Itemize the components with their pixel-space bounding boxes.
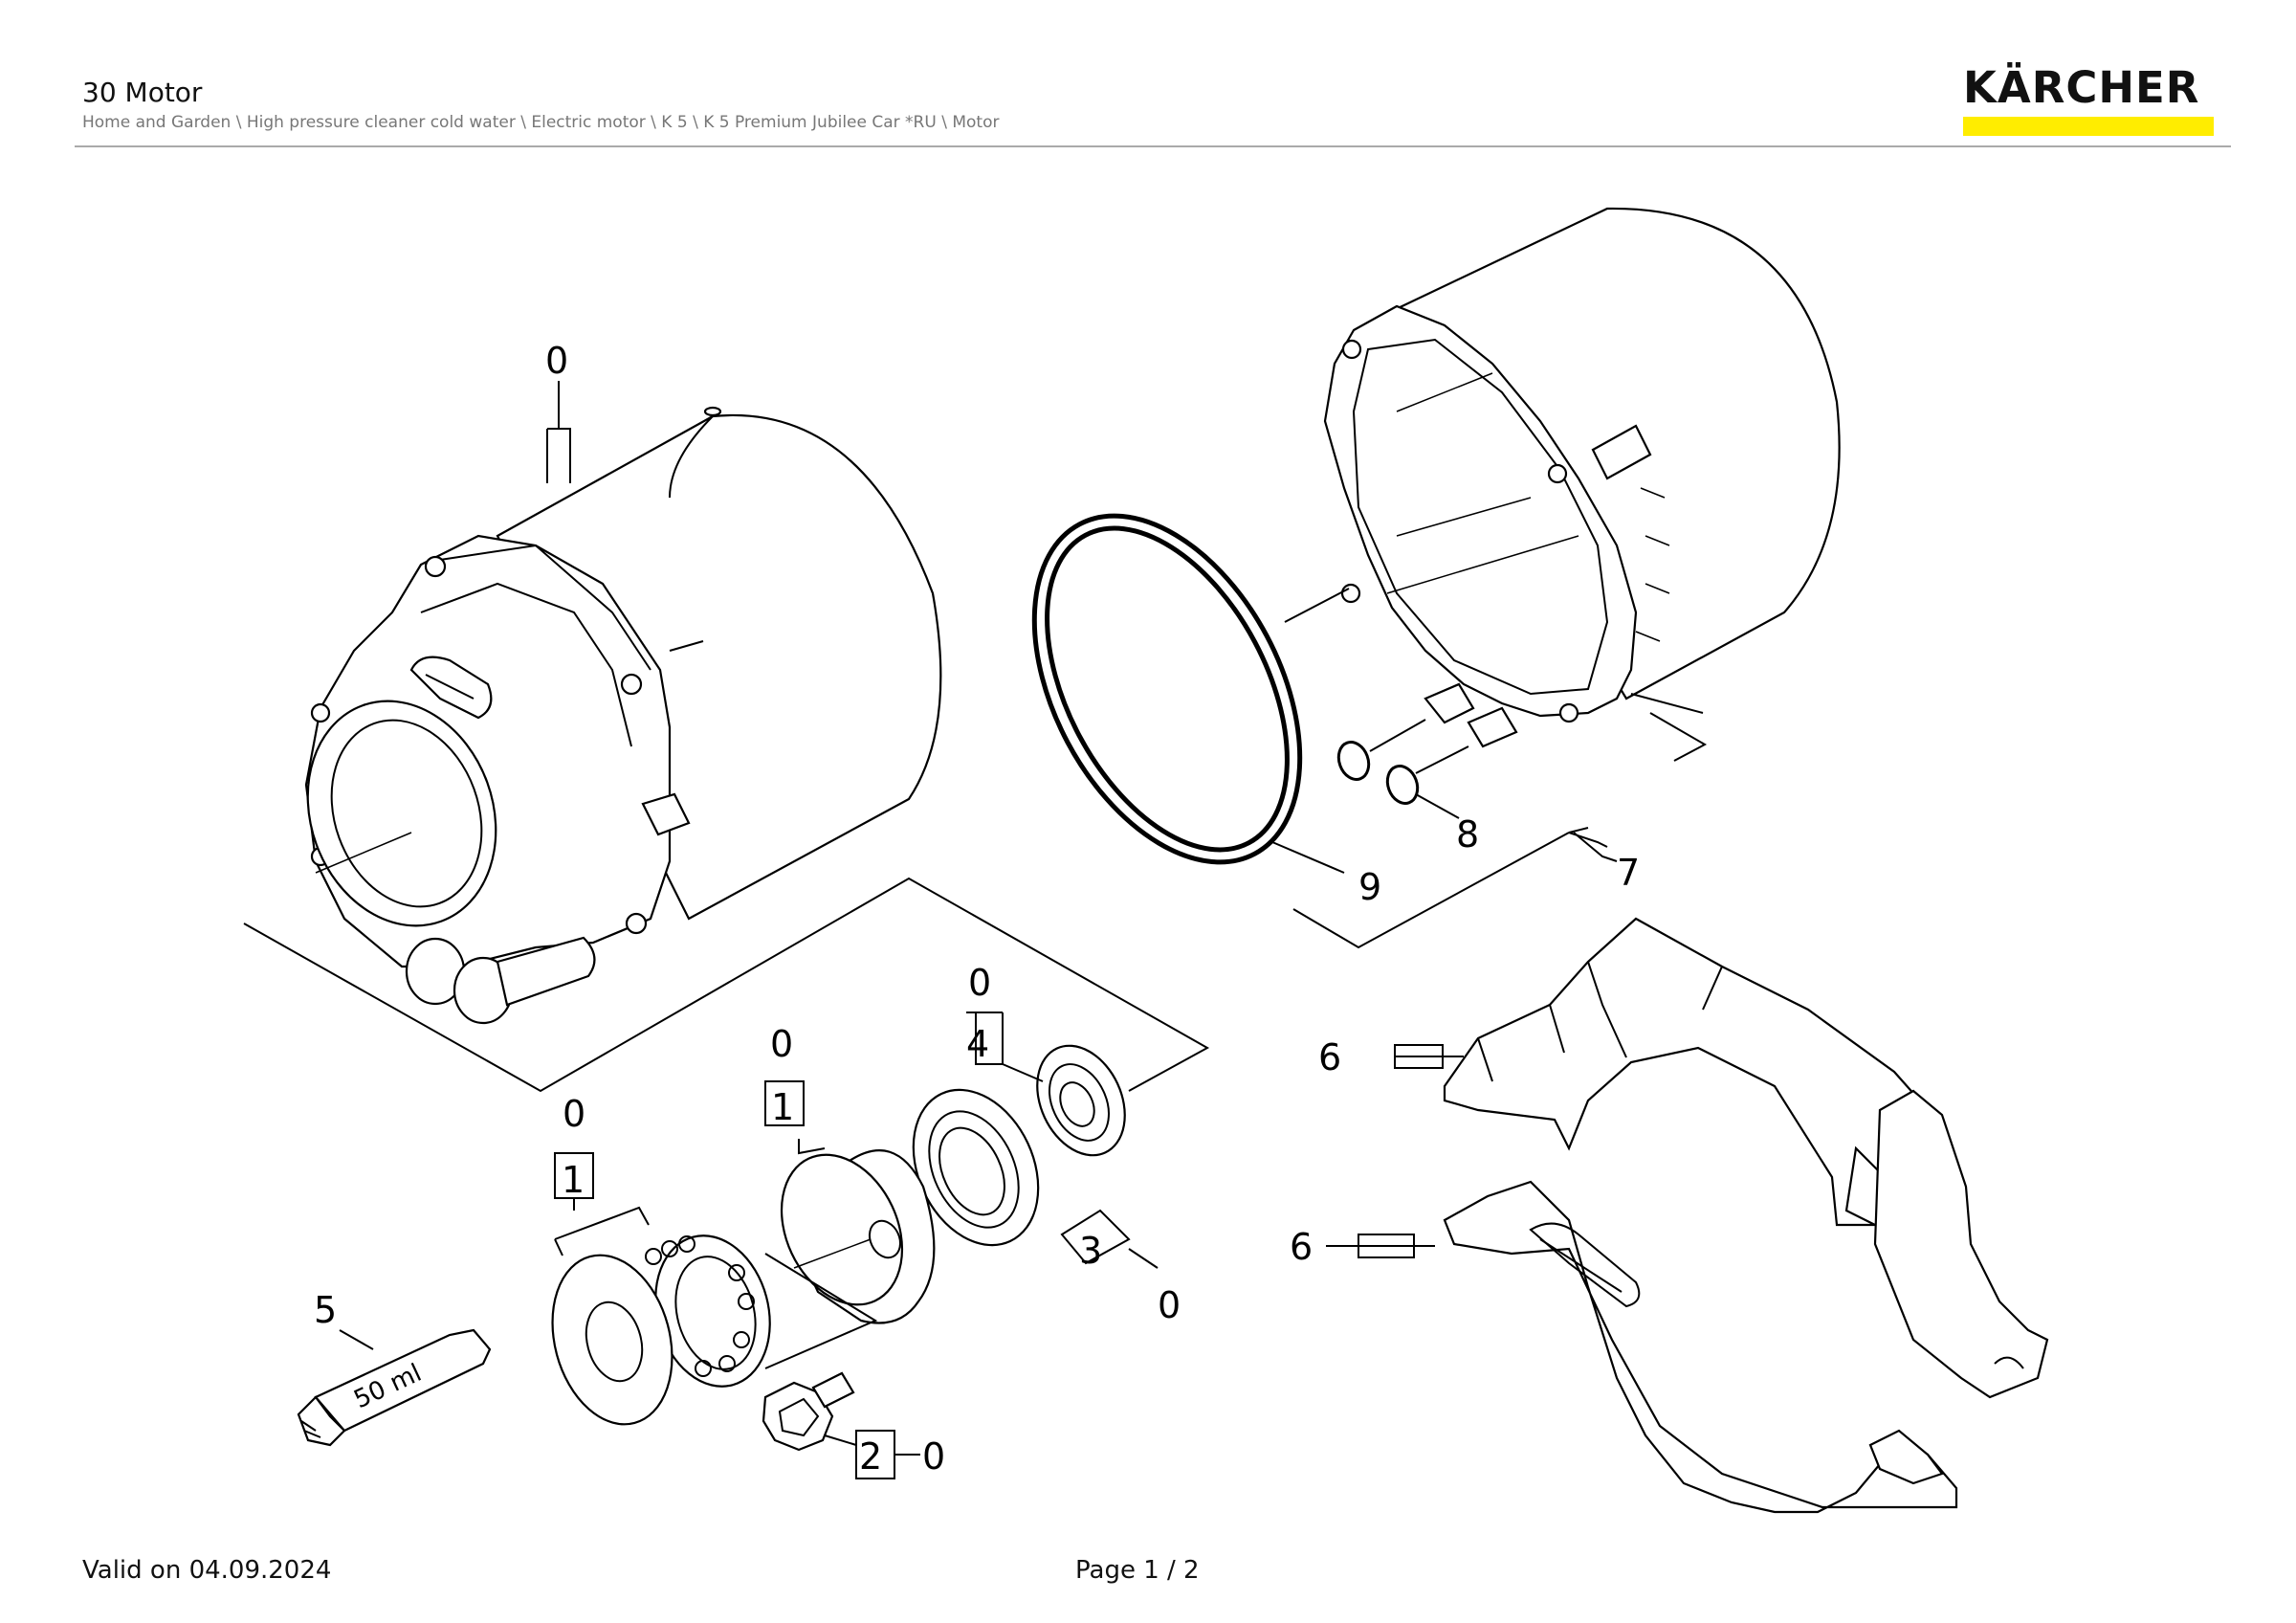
- callout-label: 7: [1617, 852, 1640, 894]
- housing-part: [1323, 207, 1841, 748]
- page-number: Page 1 / 2: [1075, 1556, 1200, 1585]
- grease-callout-label: 5: [314, 1289, 337, 1331]
- grease-tube-part: 50 ml: [297, 1328, 492, 1447]
- header-divider: [75, 145, 2231, 147]
- bearing-cover-callout: 0 1: [764, 1023, 826, 1155]
- ball-bearing-callout: 3 0: [1060, 1209, 1181, 1326]
- screw-part: [762, 1371, 855, 1452]
- callout-label: 8: [1456, 813, 1479, 856]
- callout-label: 6: [1318, 1036, 1341, 1078]
- callout-label: 0: [968, 962, 991, 1004]
- bearing-seal-callout: 0 4: [966, 962, 1044, 1082]
- thrust-washer-part: [551, 1234, 771, 1426]
- bracket-upper-part: [1443, 917, 2049, 1399]
- housing-callout: 7: [1573, 832, 1640, 894]
- breadcrumb: Home and Garden \ High pressure cleaner …: [82, 113, 1000, 132]
- bearing-cover-part: [780, 1149, 936, 1324]
- callout-label: 3: [1079, 1230, 1102, 1272]
- callout-label: 0: [563, 1093, 585, 1135]
- motor-part: [304, 406, 942, 1025]
- callout-label: 0: [545, 340, 568, 382]
- callout-leader: [1284, 588, 1350, 623]
- group-outline-bearings: [243, 877, 1210, 1093]
- callout-label: 1: [562, 1159, 585, 1201]
- bearing-seal-part: [1036, 1044, 1126, 1157]
- group-outline-housing: [1292, 712, 1708, 949]
- callout-label: 1: [771, 1086, 794, 1128]
- small-orings-part: 8: [1336, 719, 1479, 856]
- callout-label: 4: [966, 1023, 989, 1065]
- logo-yellow-bar: [1963, 117, 2214, 136]
- bracket-upper-callout: 6: [1318, 1036, 1464, 1078]
- bracket-lower-callout: 6: [1290, 1226, 1435, 1268]
- screw-callout: 2 0: [824, 1430, 945, 1479]
- callout-label: 2: [859, 1435, 882, 1478]
- page-title: 30 Motor: [82, 77, 203, 108]
- callout-label: 9: [1358, 866, 1381, 908]
- ring-seal-part: 9: [1031, 513, 1381, 908]
- thrust-washer-callout: 0 1: [554, 1093, 650, 1256]
- karcher-logo: KÄRCHER: [1963, 63, 2214, 138]
- group-outline-cover: [764, 1253, 878, 1369]
- motor-callout: 0: [545, 340, 571, 483]
- logo-text: KÄRCHER: [1963, 62, 2200, 113]
- callout-label: 0: [770, 1023, 793, 1065]
- callout-label: 0: [922, 1435, 945, 1478]
- callout-label: 0: [1158, 1284, 1181, 1326]
- bracket-lower-part: [1443, 1180, 1958, 1514]
- callout-label: 6: [1290, 1226, 1313, 1268]
- ball-bearing-part: [912, 1088, 1040, 1247]
- valid-date: Valid on 04.09.2024: [82, 1556, 332, 1585]
